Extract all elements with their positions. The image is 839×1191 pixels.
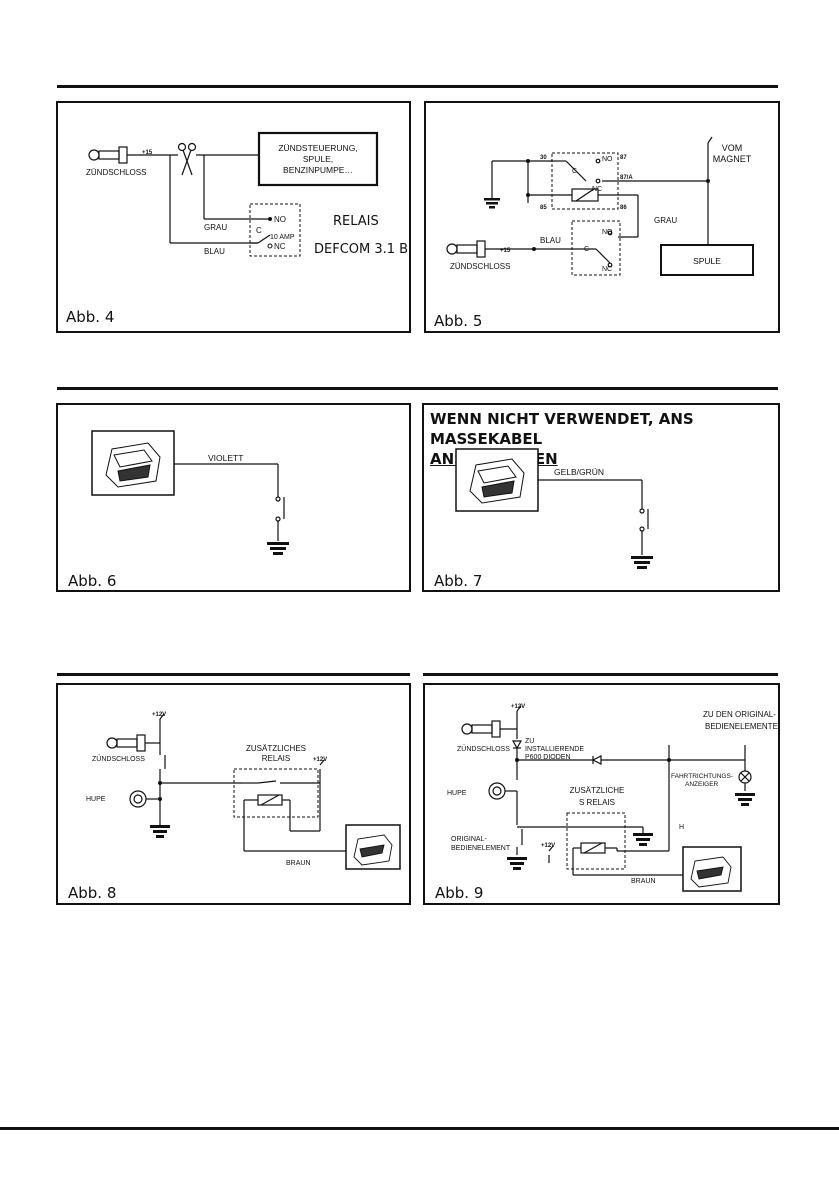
ignition-label: ZÜNDSCHLOSS xyxy=(450,262,510,271)
magnet-label: MAGNET xyxy=(713,154,752,164)
headline-line-1: WENN NICHT VERWENDET, ANS MASSEKABEL xyxy=(430,410,694,448)
plus15-label: +15 xyxy=(142,150,153,156)
pin-87: 87 xyxy=(620,155,627,161)
section-rule-1 xyxy=(57,85,778,88)
v12-label-a: +12V xyxy=(152,712,166,718)
section-rule-3b xyxy=(423,673,778,676)
no-lower: NO xyxy=(602,229,613,236)
figure-7-caption: Abb. 7 xyxy=(434,572,482,590)
figure-4-final: ZÜNDSTEUERUNG, SPULE, BENZINPUMPE… ZÜNDS… xyxy=(56,101,411,333)
key-icon xyxy=(88,149,100,161)
plus15-label: +15 xyxy=(500,248,511,254)
diode-label-3: P600 DIODEN xyxy=(525,754,571,761)
nc-contact xyxy=(267,243,273,249)
blau-label: BLAU xyxy=(204,247,225,256)
figure-7-wiring: GELB/GRÜN Abb. 7 xyxy=(434,448,653,590)
fahrt-label-2: ANZEIGER xyxy=(685,781,719,788)
relay-label-1: ZUSÄTZLICHE xyxy=(570,786,625,795)
figure-6-caption: Abb. 6 xyxy=(68,572,116,590)
c-lower: C xyxy=(584,246,589,253)
v12-label-b: +12V xyxy=(541,843,555,849)
nc-lower: NC xyxy=(602,266,612,273)
ignition-label: ZÜNDSCHLOSS xyxy=(86,168,146,177)
section-rule-2 xyxy=(57,387,778,390)
figure-8-wiring: +12V +12V ZÜNDSCHLOSS HUPE ZUSÄTZLICHES … xyxy=(68,712,401,902)
figure-9-caption: Abb. 9 xyxy=(435,884,483,902)
box-line-3: BENZINPUMPE… xyxy=(283,165,353,175)
spule-box xyxy=(660,244,754,276)
alarm-device-icon xyxy=(469,458,525,504)
pin-30: 30 xyxy=(540,155,547,161)
c-label: C xyxy=(256,226,262,235)
pin-86: 86 xyxy=(620,205,627,211)
braun-label: BRAUN xyxy=(631,878,656,885)
figure-4-wiring: ZÜNDSTEUERUNG, SPULE, BENZINPUMPE… ZÜNDS… xyxy=(66,131,408,326)
figure-6-panel: VIOLETT Abb. 6 xyxy=(56,403,411,592)
nc-label: NC xyxy=(274,242,286,251)
orig-label-2: BEDIENELEMENTE xyxy=(705,722,778,731)
fahrt-label-1: FAHRTRICHTUNGS- xyxy=(671,773,733,780)
figure-5-panel: SPULE VOM MAGNET 30 87 87/A 85 86 NO NC … xyxy=(424,101,780,333)
figure-9-panel: +12V +12V ZÜNDSCHLOSS ZU INSTALLIERENDE … xyxy=(423,683,780,905)
relais-label: RELAIS xyxy=(333,214,379,229)
nc-upper: NC xyxy=(592,186,602,193)
relay-label-2: S RELAIS xyxy=(579,798,615,807)
vom-label: VOM xyxy=(722,143,743,153)
v12-label-a: +12V xyxy=(511,704,525,710)
figure-4-caption: Abb. 4 xyxy=(66,308,114,326)
blau-label: BLAU xyxy=(540,236,561,245)
h-label: H xyxy=(679,824,684,831)
model-label: DEFCOM 3.1 B xyxy=(314,242,408,257)
orig-label-1: ZU DEN ORIGINAL- xyxy=(703,710,776,719)
c-upper: C xyxy=(572,168,577,175)
figure-8-caption: Abb. 8 xyxy=(68,884,116,902)
figure-9-wiring: +12V +12V ZÜNDSCHLOSS ZU INSTALLIERENDE … xyxy=(435,704,778,902)
section-rule-3a xyxy=(57,673,410,676)
wire-label: VIOLETT xyxy=(208,453,243,463)
page-footer-rule xyxy=(0,1127,839,1130)
relay-label-1: ZUSÄTZLICHES xyxy=(246,744,306,753)
figure-5-wiring: SPULE VOM MAGNET 30 87 87/A 85 86 NO NC … xyxy=(434,136,754,330)
no-contact xyxy=(268,217,272,221)
pin-85: 85 xyxy=(540,205,547,211)
figure-8-panel: +12V +12V ZÜNDSCHLOSS HUPE ZUSÄTZLICHES … xyxy=(56,683,411,905)
pin-87a: 87/A xyxy=(620,175,633,181)
ignition-label: ZÜNDSCHLOSS xyxy=(457,745,510,753)
hupe-label: HUPE xyxy=(447,790,467,797)
alarm-device-icon xyxy=(353,834,393,866)
box-line-2: SPULE, xyxy=(303,154,333,164)
ignition-label: ZÜNDSCHLOSS xyxy=(92,755,145,763)
bedien-label-2: BEDIENELEMENT xyxy=(451,845,511,852)
alarm-device-icon xyxy=(105,442,161,488)
figure-5-caption: Abb. 5 xyxy=(434,312,482,330)
relay-label-2: RELAIS xyxy=(262,754,290,763)
no-label: NO xyxy=(274,215,286,224)
hupe-label: HUPE xyxy=(86,796,106,803)
amp-label: 10 AMP xyxy=(270,234,295,241)
no-upper: NO xyxy=(602,156,613,163)
grau-label: GRAU xyxy=(654,216,677,225)
bedien-label-1: ORIGINAL- xyxy=(451,836,487,843)
diode-label-1: ZU xyxy=(525,738,534,745)
v12-label-b: +12V xyxy=(313,757,327,763)
spule-label: SPULE xyxy=(693,256,721,266)
box-line-1: ZÜNDSTEUERUNG, xyxy=(278,143,357,153)
alarm-device-icon xyxy=(690,856,732,888)
figure-7-panel: WENN NICHT VERWENDET, ANS MASSEKABEL ANS… xyxy=(422,403,780,592)
wire-label: GELB/GRÜN xyxy=(554,467,604,477)
grau-label: GRAU xyxy=(204,223,227,232)
braun-label: BRAUN xyxy=(286,860,311,867)
diode-label-2: INSTALLIERENDE xyxy=(525,746,584,753)
relay-dashed-box xyxy=(249,203,301,257)
control-unit-box xyxy=(257,131,379,187)
figure-6-wiring: VIOLETT Abb. 6 xyxy=(68,430,289,590)
